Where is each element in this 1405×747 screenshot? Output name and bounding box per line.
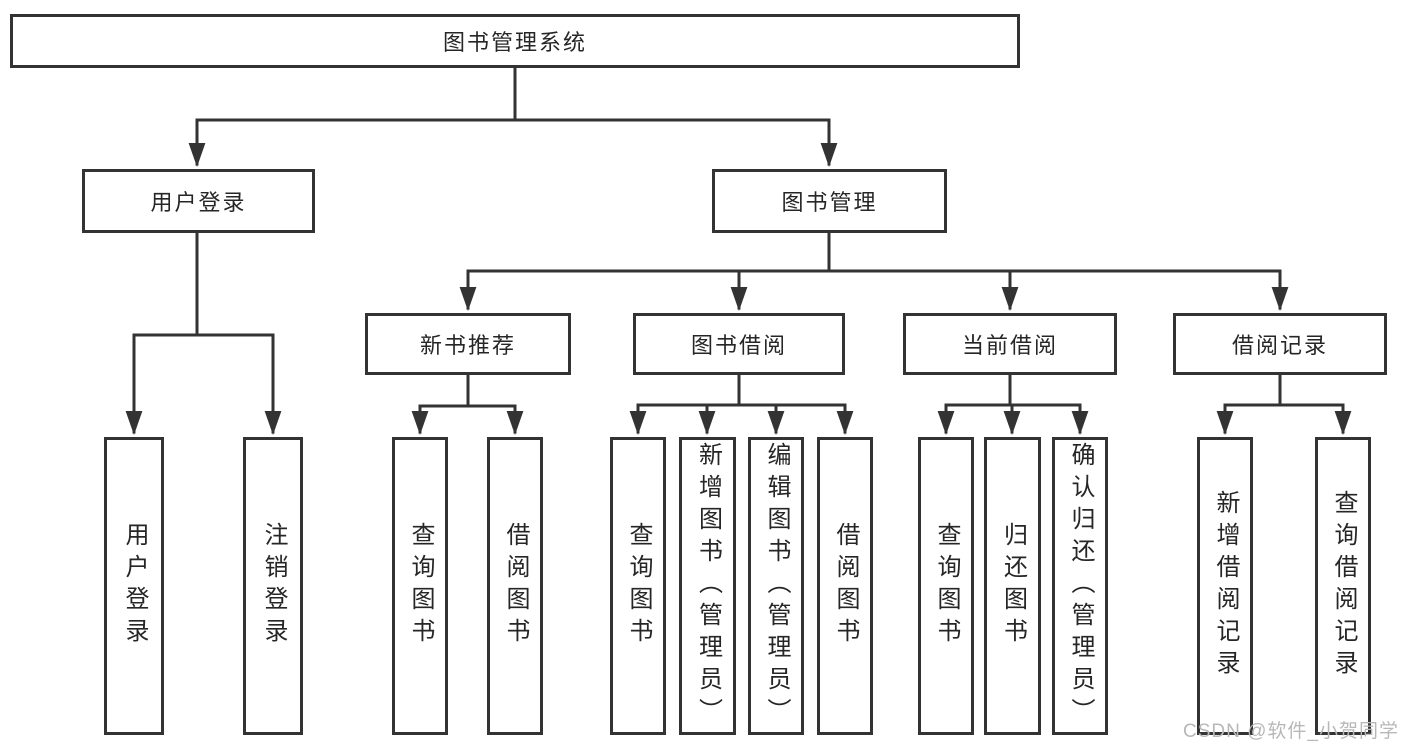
leaf-query-books-recommend: 查询图书: [392, 437, 448, 735]
node-new-book-recommend: 新书推荐: [365, 313, 571, 375]
leaf-borrow-books: 借阅图书: [817, 437, 873, 735]
node-book-management: 图书管理: [712, 169, 947, 233]
leaf-add-books-admin: 新增图书（管理员）: [679, 437, 736, 735]
node-current-borrowing: 当前借阅: [903, 313, 1117, 375]
leaf-return-books: 归还图书: [984, 437, 1041, 735]
node-book-borrowing: 图书借阅: [633, 313, 845, 375]
csdn-watermark: CSDN @软件_小贺同学: [1183, 721, 1399, 742]
leaf-query-books-current: 查询图书: [918, 437, 974, 735]
leaf-confirm-return-admin: 确认归还（管理员）: [1052, 437, 1108, 735]
leaf-edit-books-admin: 编辑图书（管理员）: [748, 437, 804, 735]
node-borrowing-records: 借阅记录: [1173, 313, 1387, 375]
node-root-system: 图书管理系统: [10, 14, 1020, 68]
leaf-query-borrow-record: 查询借阅记录: [1315, 437, 1371, 735]
node-user-login: 用户登录: [82, 169, 315, 233]
leaf-query-books-borrowing: 查询图书: [610, 437, 666, 735]
leaf-borrow-books-recommend: 借阅图书: [487, 437, 543, 735]
leaf-logout: 注销登录: [243, 437, 303, 735]
leaf-add-borrow-record: 新增借阅记录: [1197, 437, 1253, 735]
leaf-user-login: 用户登录: [104, 437, 164, 735]
